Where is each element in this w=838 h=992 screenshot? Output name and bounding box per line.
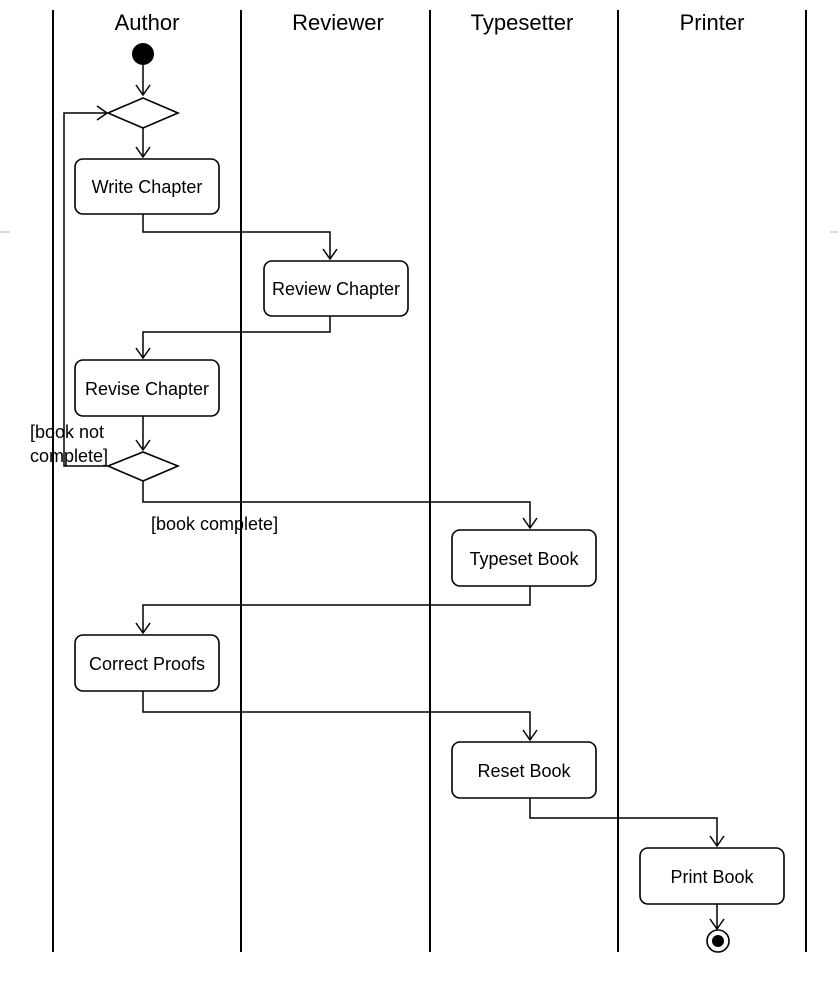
action-label: Typeset Book xyxy=(469,549,579,569)
initial-node xyxy=(132,43,154,65)
arrowhead xyxy=(709,835,725,848)
edge-decision-to-typeset xyxy=(142,481,531,528)
arrowhead xyxy=(709,918,725,931)
arrowhead xyxy=(135,84,151,97)
edge-review-to-revise xyxy=(142,316,331,358)
edge-proofs-to-reset xyxy=(142,691,531,740)
arrowhead xyxy=(522,517,538,530)
action-label: Correct Proofs xyxy=(89,654,205,674)
action-revise-chapter: Revise Chapter xyxy=(74,359,220,417)
arrowhead xyxy=(135,347,151,360)
final-node xyxy=(706,929,730,953)
action-label: Reset Book xyxy=(477,761,571,781)
lane-title-typesetter: Typesetter xyxy=(471,10,574,35)
action-correct-proofs: Correct Proofs xyxy=(74,634,220,692)
guard-not-complete-line1: [book not xyxy=(30,422,104,442)
lane-title-reviewer: Reviewer xyxy=(292,10,384,35)
edge-loop-not-complete xyxy=(63,112,108,467)
arrowhead xyxy=(135,439,151,452)
arrowhead xyxy=(135,622,151,635)
lane-title-author: Author xyxy=(115,10,180,35)
action-write-chapter: Write Chapter xyxy=(74,158,220,215)
action-label: Review Chapter xyxy=(272,279,400,299)
edge-typeset-to-proofs xyxy=(142,586,531,633)
guard-not-complete-line2: complete] xyxy=(30,446,108,466)
action-label: Print Book xyxy=(670,867,754,887)
decision-node xyxy=(105,451,181,482)
lane-title-printer: Printer xyxy=(680,10,745,35)
arrowhead xyxy=(522,729,538,742)
action-review-chapter: Review Chapter xyxy=(263,260,409,317)
action-reset-book: Reset Book xyxy=(451,741,597,799)
action-print-book: Print Book xyxy=(639,847,785,905)
guard-complete: [book complete] xyxy=(151,514,278,534)
action-label: Revise Chapter xyxy=(85,379,209,399)
arrowhead xyxy=(135,146,151,159)
arrowhead xyxy=(322,248,338,261)
action-typeset-book: Typeset Book xyxy=(451,529,597,587)
merge-node xyxy=(105,97,181,129)
action-label: Write Chapter xyxy=(92,177,203,197)
edge-write-to-review xyxy=(142,214,331,259)
edge-reset-to-print xyxy=(529,798,718,846)
